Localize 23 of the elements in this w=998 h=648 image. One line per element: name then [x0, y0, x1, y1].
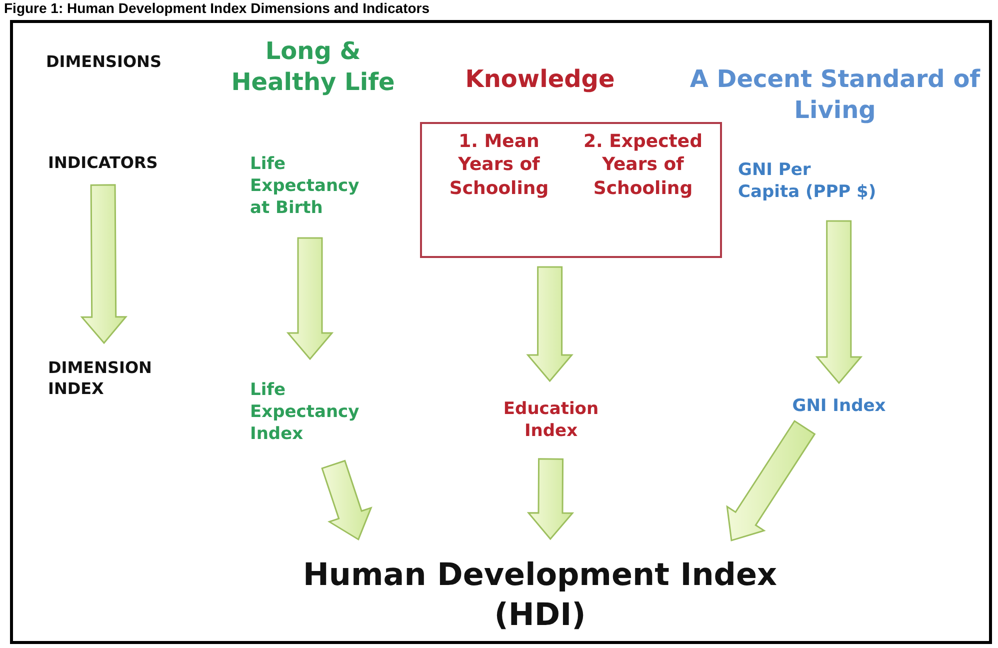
indicator-text: GNI Per Capita (PPP $) [738, 158, 878, 204]
index-text: Education Index [502, 398, 600, 442]
figure-title: Figure 1: Human Development Index Dimensions and Indicators [4, 0, 430, 16]
block-arrow [80, 184, 128, 344]
dimension-heading: Knowledge [464, 64, 616, 95]
indicator-text: Life Expectancy at Birth [250, 152, 360, 220]
block-arrow [726, 420, 816, 542]
dimension-heading: A Decent Standard of Living [688, 64, 982, 126]
indicator-text: 1. Mean Years of Schooling [448, 130, 550, 200]
block-arrow [321, 460, 372, 541]
block-arrow [526, 266, 574, 382]
row-heading: DIMENSION INDEX [48, 358, 153, 400]
index-text: GNI Index [792, 394, 886, 418]
indicator-box [420, 122, 722, 258]
index-text: Life Expectancy Index [250, 378, 360, 446]
block-arrow [526, 458, 574, 540]
dimension-heading: Long & Healthy Life [230, 36, 396, 98]
row-heading: DIMENSIONS [46, 52, 162, 73]
indicator-text: 2. Expected Years of Schooling [582, 130, 704, 200]
row-heading: INDICATORS [48, 152, 158, 174]
block-arrow [815, 220, 863, 384]
hdi-text: Human Development Index (HDI) [302, 556, 778, 635]
block-arrow [286, 237, 334, 360]
